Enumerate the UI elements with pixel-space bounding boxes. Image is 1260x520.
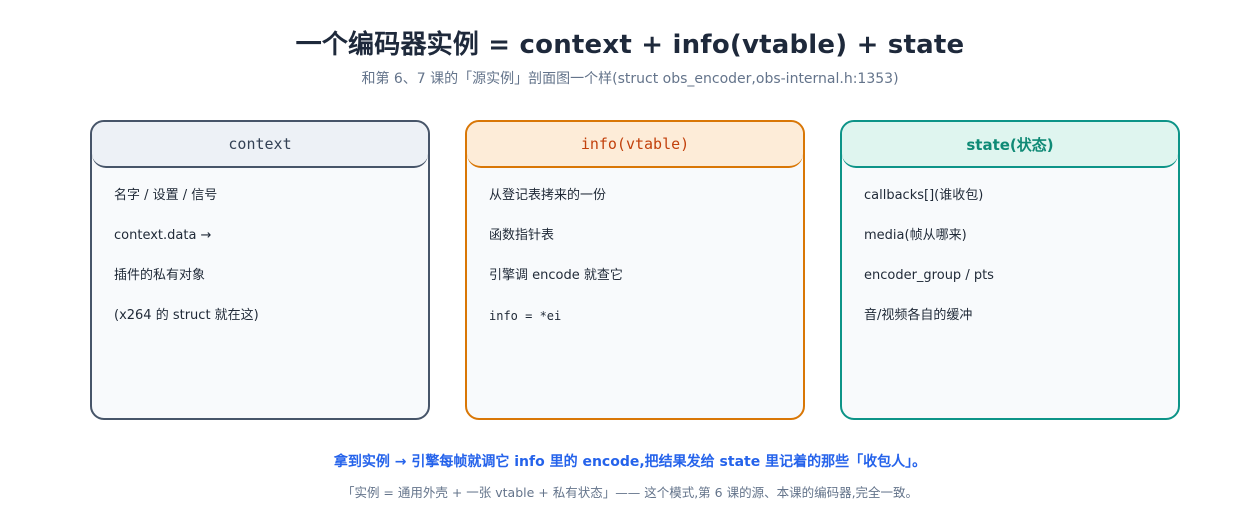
- context-item-1: 名字 / 设置 / 信号: [114, 188, 218, 203]
- context-box-items: 名字 / 设置 / 信号 context.data → 插件的私有对象 (x26…: [92, 168, 428, 348]
- footer-sub-note: 「实例 = 通用外壳 + 一张 vtable + 私有状态」—— 这个模式,第 …: [341, 485, 919, 500]
- context-item-3: 插件的私有对象: [114, 268, 206, 283]
- info-vtable-box: info(vtable) 从登记表拷来的一份 函数指针表 引擎调 encode …: [465, 120, 805, 420]
- state-item-4: 音/视频各自的缓冲: [864, 308, 973, 323]
- context-box-header: context: [92, 122, 428, 168]
- info-item-3: 引擎调 encode 就查它: [489, 268, 623, 283]
- state-box-header: state(状态): [842, 122, 1178, 168]
- info-vtable-box-header: info(vtable): [467, 122, 803, 168]
- state-item-2: media(帧从哪来): [864, 228, 967, 243]
- diagram-subtitle: 和第 6、7 课的「源实例」剖面图一个样(struct obs_encoder,…: [361, 71, 899, 87]
- state-item-1: callbacks[](谁收包): [864, 188, 984, 203]
- state-item-3: encoder_group / pts: [864, 268, 994, 283]
- diagram-title: 一个编码器实例 = context + info(vtable) + state: [295, 30, 965, 60]
- info-item-1: 从登记表拷来的一份: [489, 188, 607, 203]
- state-box-items: callbacks[](谁收包) media(帧从哪来) encoder_gro…: [842, 168, 1178, 348]
- footer-main-note: 拿到实例 → 引擎每帧就调它 info 里的 encode,把结果发给 stat…: [333, 454, 927, 470]
- context-item-4: (x264 的 struct 就在这): [114, 308, 259, 323]
- info-vtable-box-items: 从登记表拷来的一份 函数指针表 引擎调 encode 就查它 info = *e…: [467, 168, 803, 348]
- info-item-2: 函数指针表: [489, 228, 555, 243]
- context-box: context 名字 / 设置 / 信号 context.data → 插件的私…: [90, 120, 430, 420]
- state-box: state(状态) callbacks[](谁收包) media(帧从哪来) e…: [840, 120, 1180, 420]
- info-item-4: info = *ei: [489, 309, 562, 323]
- context-item-2: context.data →: [114, 228, 212, 243]
